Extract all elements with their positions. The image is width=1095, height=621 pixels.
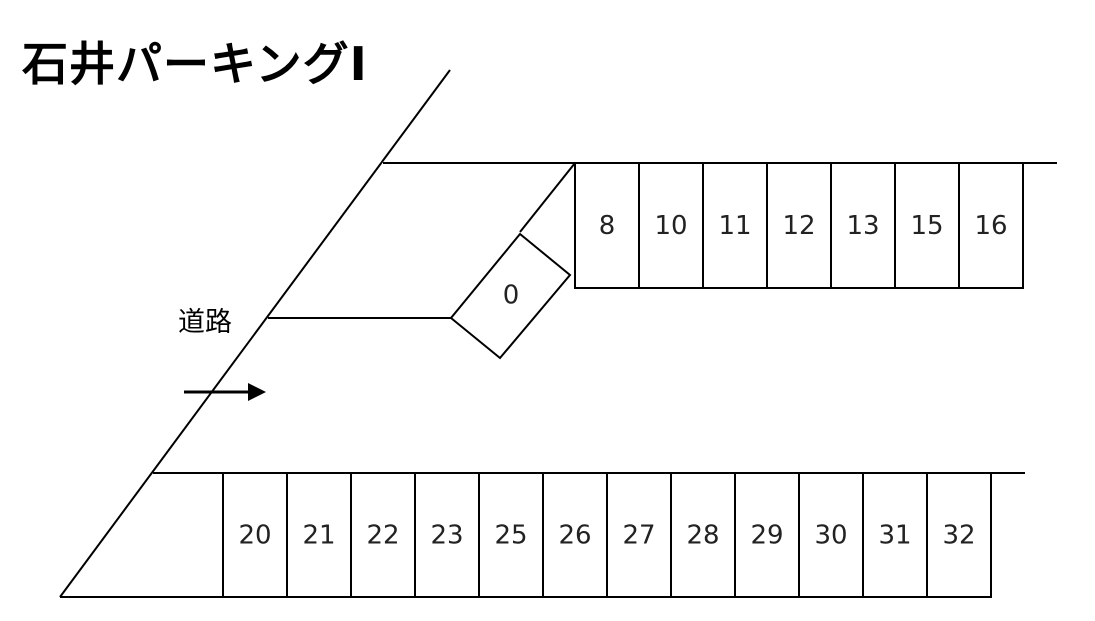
parking-stall: 21 [286, 472, 352, 598]
stall-number: 29 [750, 521, 783, 551]
parking-stall: 11 [702, 162, 768, 289]
stall-box [478, 472, 544, 598]
stall-box [862, 472, 928, 598]
stall-number: 23 [430, 521, 463, 551]
stall-box [926, 472, 992, 598]
parking-stall: 32 [926, 472, 992, 598]
stall-box [606, 472, 672, 598]
parking-stall-0: 0 [449, 232, 572, 360]
stall-box [958, 162, 1024, 289]
stall-number: 21 [302, 521, 335, 551]
parking-stall: 31 [862, 472, 928, 598]
parking-stall: 20 [222, 472, 288, 598]
stall-number: 31 [878, 521, 911, 551]
angled-aisle-line [519, 162, 576, 233]
parking-stall: 29 [734, 472, 800, 598]
stall-number: 25 [494, 521, 527, 551]
parking-stall: 12 [766, 162, 832, 289]
parking-stall: 16 [958, 162, 1024, 289]
parking-stall: 23 [414, 472, 480, 598]
road-label: 道路 [178, 307, 232, 338]
stall-number: 12 [782, 211, 815, 241]
bottom-stall-row: 20 21 22 23 25 26 27 28 29 30 31 32 [222, 472, 992, 598]
parking-stall: 15 [894, 162, 960, 289]
stall-number: 13 [846, 211, 879, 241]
parking-lot-title: 石井パーキングⅠ [22, 37, 368, 91]
stall-number: 10 [654, 211, 687, 241]
stall-number: 28 [686, 521, 719, 551]
stall-number: 22 [366, 521, 399, 551]
stall-box [734, 472, 800, 598]
stall-number: 20 [238, 521, 271, 551]
parking-stall: 13 [830, 162, 896, 289]
parking-stall: 25 [478, 472, 544, 598]
stall-number: 15 [910, 211, 943, 241]
stall-box [894, 162, 960, 289]
stall-number: 32 [942, 521, 975, 551]
parking-stall: 10 [638, 162, 704, 289]
parking-stall: 26 [542, 472, 608, 598]
stall-number: 30 [814, 521, 847, 551]
stall-number: 0 [503, 281, 520, 311]
stall-box [414, 472, 480, 598]
top-stall-row: 8 10 11 12 13 15 16 [574, 162, 1024, 289]
stall-box [542, 472, 608, 598]
parking-stall: 30 [798, 472, 864, 598]
parking-stall: 22 [350, 472, 416, 598]
road-diagonal-edge [59, 69, 451, 598]
stall-box [222, 472, 288, 598]
stall-box [702, 162, 768, 289]
parking-stall: 8 [574, 162, 640, 289]
stall-number: 11 [718, 211, 751, 241]
stall-box [670, 472, 736, 598]
direction-arrow-icon [184, 383, 266, 401]
parking-stall: 28 [670, 472, 736, 598]
stall-number: 16 [974, 211, 1007, 241]
stall-box [798, 472, 864, 598]
stall-box [350, 472, 416, 598]
parking-stall: 27 [606, 472, 672, 598]
stall-number: 8 [599, 211, 616, 241]
stall-number: 27 [622, 521, 655, 551]
stall-number: 26 [558, 521, 591, 551]
